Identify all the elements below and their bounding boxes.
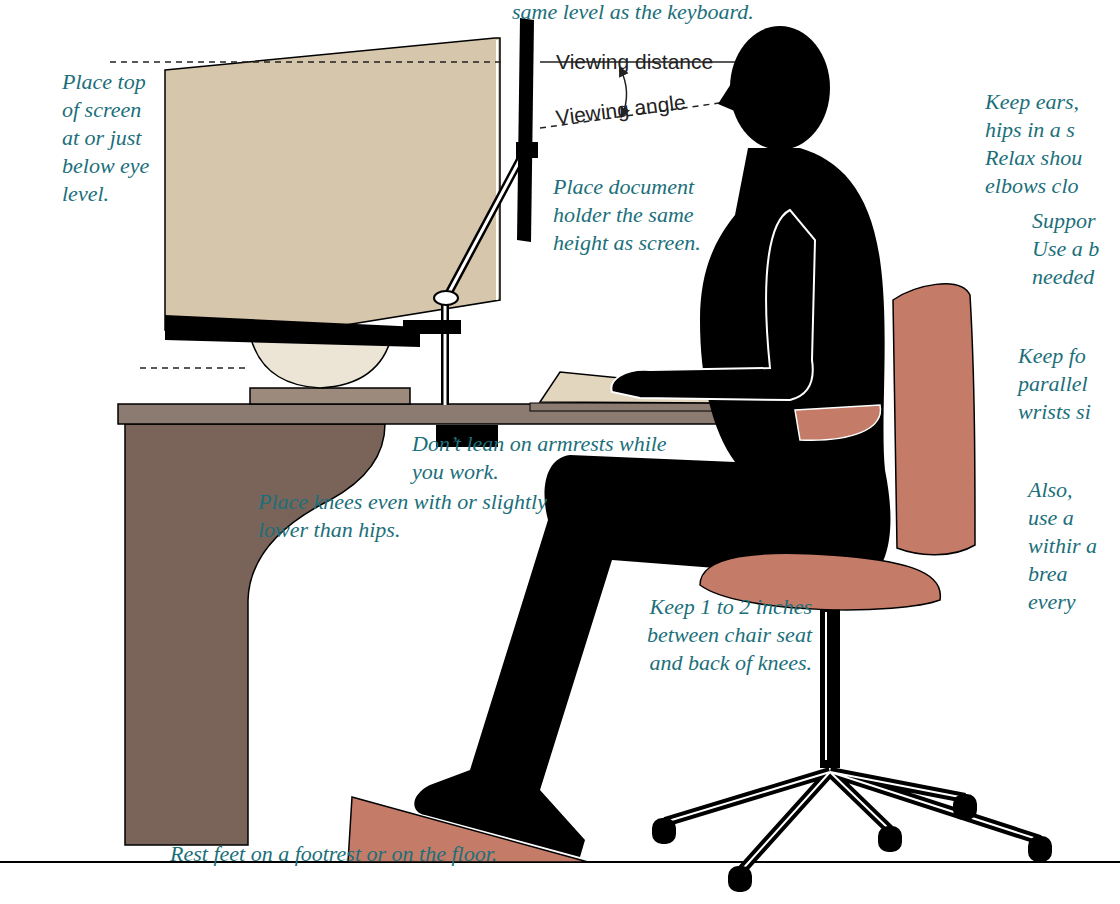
callout-note: Don’t lean on armrests while you work. (412, 430, 697, 486)
callout-note: same level as the keyboard. (512, 0, 892, 26)
chair-backrest (893, 284, 975, 555)
monitor-base (250, 388, 410, 404)
caster (953, 794, 977, 820)
caster (728, 866, 752, 892)
caster (652, 818, 676, 844)
callout-note: Keep 1 to 2 inches between chair seat an… (640, 593, 812, 677)
holder-joint (434, 291, 458, 305)
desk-top (118, 404, 742, 424)
holder-arm-highlight (445, 152, 524, 405)
desk-leg (125, 424, 385, 845)
callout-note: Place top of screen at or just below eye… (62, 68, 158, 208)
document-holder (517, 18, 534, 242)
callout-note: Keep ears, hips in a s Relax shou elbows… (985, 88, 1105, 200)
keyboard-level-line (140, 367, 250, 369)
chair-leg-highlight (665, 772, 1040, 872)
monitor-tray (165, 315, 420, 347)
callout-note: Place document holder the same height as… (553, 173, 735, 257)
holder-clamp (403, 320, 461, 334)
caster (1028, 836, 1052, 862)
callout-note: Keep fo parallel wrists si (1018, 342, 1118, 426)
callout-note: Suppor Use a b needed (1032, 207, 1120, 291)
chair-column-highlight (825, 612, 827, 760)
chair-column (820, 608, 840, 768)
callout-note: Rest feet on a footrest or on the floor. (170, 840, 630, 868)
monitor-screen-edge (496, 40, 498, 300)
dimension-label: Viewing angle (554, 77, 776, 132)
eye-level-line (110, 61, 505, 63)
keyboard-tray (530, 403, 722, 411)
holder-arm (445, 152, 524, 405)
person-head (730, 26, 830, 150)
callout-note: Also, use a withir a brea every (1028, 476, 1098, 616)
caster (878, 826, 902, 852)
holder-mount (516, 142, 538, 158)
chair-leg (665, 772, 1040, 872)
person-nose (718, 76, 737, 112)
chair-base (652, 772, 1052, 892)
dimension-label: Viewing distance (556, 48, 776, 76)
chair-armrest (795, 405, 880, 440)
callout-note: Place knees even with or slightly lower … (258, 488, 558, 544)
monitor-body (165, 38, 500, 338)
